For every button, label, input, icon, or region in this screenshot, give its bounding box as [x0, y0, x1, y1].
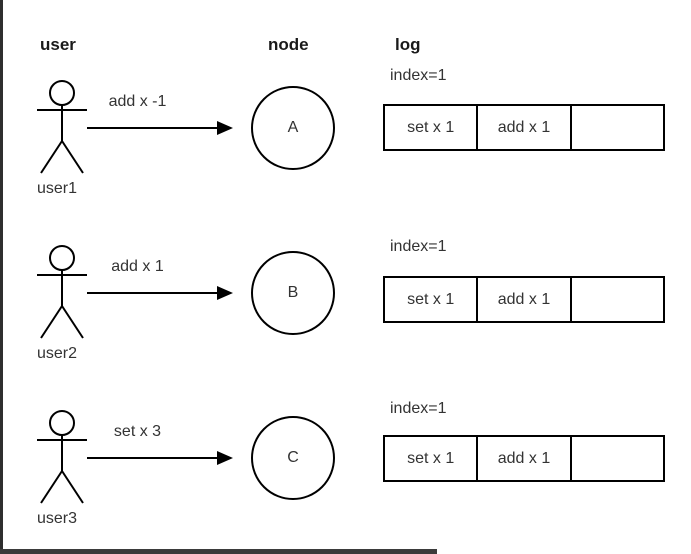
user-label: user3	[37, 510, 78, 527]
node-label: A	[287, 119, 299, 136]
left-window-border	[0, 0, 3, 554]
user-label: user2	[37, 345, 78, 362]
log-cell-empty	[572, 437, 663, 480]
stick-figure-icon	[37, 410, 87, 504]
node-label: C	[287, 449, 299, 466]
arrow-icon	[87, 286, 233, 300]
log-cell: add x 1	[478, 437, 572, 480]
bottom-window-bar	[0, 549, 437, 554]
arrow-icon	[87, 451, 233, 465]
log-cell: add x 1	[478, 278, 572, 321]
diagram-row-user1: user1 add x -1 A index=1 set x 1 add x 1	[0, 67, 691, 242]
column-header-log: log	[395, 35, 421, 54]
log-index-label: index=1	[390, 238, 447, 255]
node-label: B	[287, 284, 299, 301]
log-cell: set x 1	[385, 278, 479, 321]
column-header-node: node	[268, 35, 309, 54]
node-circle: A	[251, 86, 335, 170]
log-table: set x 1 add x 1	[383, 435, 665, 482]
log-cell: set x 1	[385, 106, 479, 149]
command-label: add x 1	[111, 258, 164, 275]
command-label: set x 3	[113, 423, 162, 440]
arrow-icon	[87, 121, 233, 135]
log-cell-empty	[572, 278, 663, 321]
column-header-user: user	[40, 35, 76, 54]
command-label: add x -1	[108, 93, 167, 110]
user-label: user1	[37, 180, 78, 197]
stick-figure-icon	[37, 245, 87, 339]
stick-figure-icon	[37, 80, 87, 174]
log-table: set x 1 add x 1	[383, 276, 665, 323]
node-circle: B	[251, 251, 335, 335]
log-index-label: index=1	[390, 400, 447, 417]
log-cell: add x 1	[478, 106, 572, 149]
diagram-row-user3: user3 set x 3 C index=1 set x 1 add x 1	[0, 397, 691, 554]
log-table: set x 1 add x 1	[383, 104, 665, 151]
node-circle: C	[251, 416, 335, 500]
log-cell: set x 1	[385, 437, 479, 480]
diagram-row-user2: user2 add x 1 B index=1 set x 1 add x 1	[0, 232, 691, 407]
log-index-label: index=1	[390, 67, 447, 84]
log-cell-empty	[572, 106, 663, 149]
